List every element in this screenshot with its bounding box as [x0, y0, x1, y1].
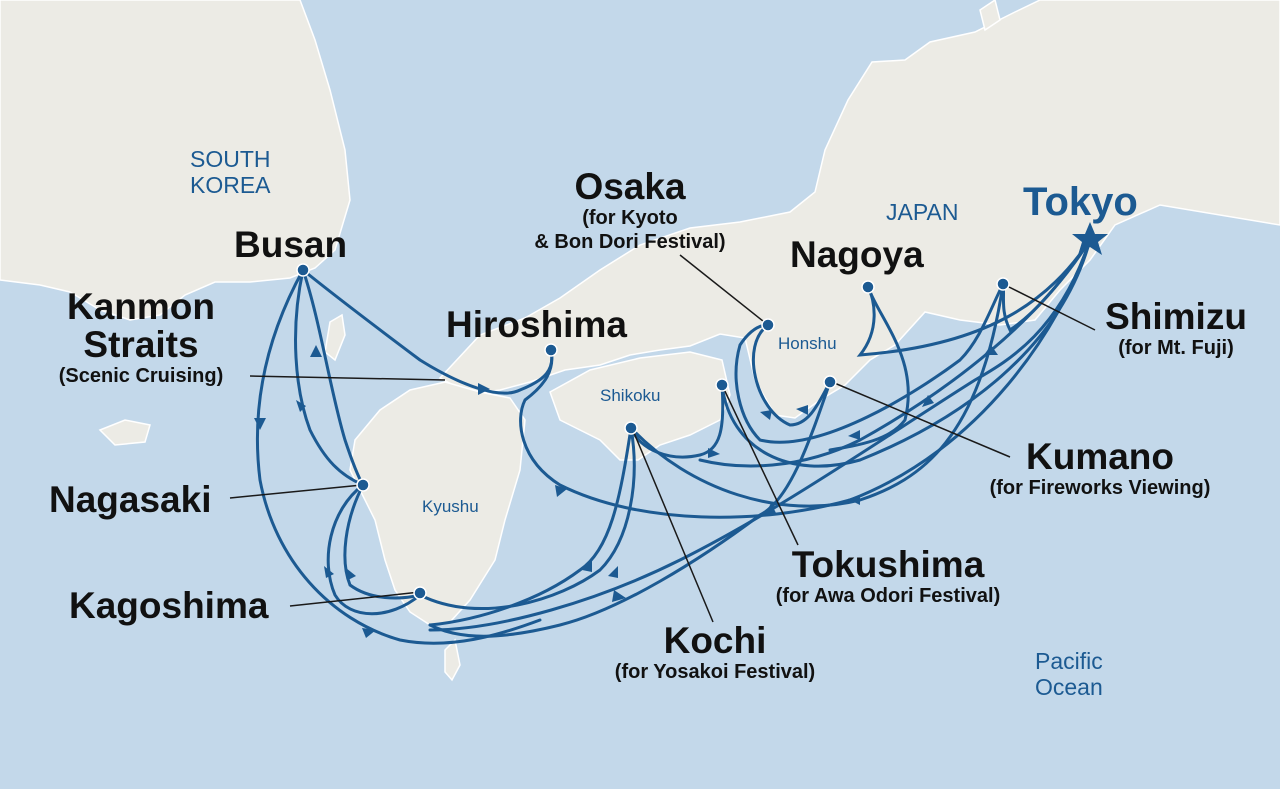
star-icon[interactable]: [1072, 222, 1108, 255]
country-label-korea: SOUTH KOREA: [190, 146, 271, 198]
port-label-tokushima[interactable]: Tokushima (for Awa Odori Festival): [743, 546, 1033, 608]
port-shimizu-note: (for Mt. Fuji): [1118, 337, 1234, 359]
ports: [296, 222, 1108, 600]
island-label-shikoku: Shikoku: [600, 386, 661, 405]
port-label-kumano[interactable]: Kumano (for Fireworks Viewing): [955, 438, 1245, 500]
port-kumano-name: Kumano: [1026, 436, 1174, 477]
port-label-kochi[interactable]: Kochi (for Yosakoi Festival): [588, 622, 842, 684]
route-arrows: [254, 345, 998, 638]
port-nagoya-marker[interactable]: [861, 280, 875, 294]
port-tokushima-note: (for Awa Odori Festival): [775, 585, 1001, 607]
port-nagasaki-marker[interactable]: [356, 478, 370, 492]
port-osaka-note: (for Kyoto & Bon Dori Festival): [534, 207, 726, 253]
country-label-japan: JAPAN: [886, 199, 959, 225]
port-kagoshima-marker[interactable]: [413, 586, 427, 600]
ocean-label: Pacific Ocean: [1035, 648, 1103, 700]
port-kanmon-name: Kanmon Straits: [67, 286, 215, 365]
port-kumano-note: (for Fireworks Viewing): [989, 477, 1211, 499]
port-kochi-marker[interactable]: [624, 421, 638, 435]
land-jeju: [98, 419, 151, 446]
port-shimizu-name: Shimizu: [1105, 296, 1247, 337]
port-label-kagoshima[interactable]: Kagoshima: [69, 585, 269, 626]
port-shimizu-marker[interactable]: [996, 277, 1010, 291]
port-busan-marker[interactable]: [296, 263, 310, 277]
port-kanmon-note: (Scenic Cruising): [58, 365, 224, 387]
land-sado: [979, 0, 1001, 32]
port-kumano-marker[interactable]: [823, 375, 837, 389]
port-hiroshima-marker[interactable]: [544, 343, 558, 357]
port-osaka-name: Osaka: [574, 166, 686, 207]
port-label-tokyo[interactable]: Tokyo: [1023, 180, 1138, 224]
port-label-nagoya[interactable]: Nagoya: [790, 234, 924, 275]
land-shikoku: [549, 351, 731, 461]
port-tokushima-name: Tokushima: [791, 544, 985, 585]
port-label-kanmon[interactable]: Kanmon Straits (Scenic Cruising): [34, 288, 248, 388]
port-kochi-name: Kochi: [663, 620, 767, 661]
port-label-busan[interactable]: Busan: [234, 224, 348, 265]
port-label-shimizu[interactable]: Shimizu (for Mt. Fuji): [1094, 298, 1258, 360]
land-korea: [0, 0, 351, 321]
port-label-hiroshima[interactable]: Hiroshima: [446, 304, 627, 345]
land-kyushu: [349, 381, 526, 626]
port-label-osaka[interactable]: Osaka (for Kyoto & Bon Dori Festival): [500, 168, 760, 254]
island-label-kyushu: Kyushu: [422, 497, 479, 516]
land-tsushima: [324, 313, 346, 362]
leader-lines: [229, 254, 1096, 623]
port-kochi-note: (for Yosakoi Festival): [614, 661, 816, 683]
port-tokushima-marker[interactable]: [715, 378, 729, 392]
cruise-routes: [255, 238, 1092, 645]
port-osaka-marker[interactable]: [761, 318, 775, 332]
island-label-honshu: Honshu: [778, 334, 837, 353]
port-label-nagasaki[interactable]: Nagasaki: [49, 479, 212, 520]
